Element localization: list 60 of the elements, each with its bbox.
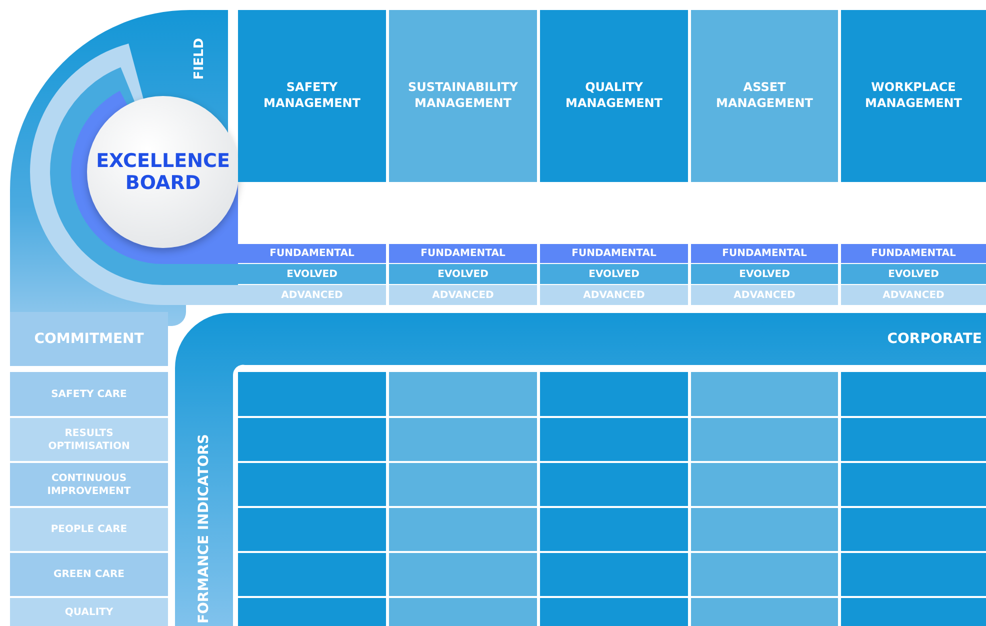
level-band: EVOLVED [841, 264, 986, 284]
row-header: RESULTS OPTIMISATION [10, 418, 168, 461]
row-header: GREEN CARE [10, 553, 168, 596]
grid-cell [238, 372, 386, 416]
section-header: COMMITMENT [10, 312, 168, 366]
grid-cell [841, 508, 986, 551]
band-title: CORPORATE [887, 330, 982, 348]
level-band: EVOLVED [691, 264, 838, 284]
grid-cell [691, 598, 838, 626]
grid-cell [540, 508, 688, 551]
level-band: ADVANCED [540, 285, 688, 305]
grid-cell [540, 418, 688, 461]
row-header: PEOPLE CARE [10, 508, 168, 551]
level-band: FUNDAMENTAL [540, 244, 688, 263]
grid-cell [389, 372, 537, 416]
level-band: FUNDAMENTAL [389, 244, 537, 263]
grid-cell [691, 372, 838, 416]
vertical-label: FIELD [192, 38, 207, 80]
level-band: EVOLVED [389, 264, 537, 284]
grid-cell [691, 508, 838, 551]
row-header: SAFETY CARE [10, 372, 168, 416]
grid-cell [238, 418, 386, 461]
column-header: QUALITY MANAGEMENT [540, 10, 688, 182]
grid-cell [691, 418, 838, 461]
grid-cell [389, 463, 537, 506]
level-band: ADVANCED [389, 285, 537, 305]
level-band: FUNDAMENTAL [238, 244, 386, 263]
grid-cell [841, 553, 986, 596]
grid-cell [691, 553, 838, 596]
grid-cell [841, 418, 986, 461]
level-band: FUNDAMENTAL [691, 244, 838, 263]
row-header: CONTINUOUS IMPROVEMENT [10, 463, 168, 506]
level-band: ADVANCED [691, 285, 838, 305]
level-band: ADVANCED [238, 285, 386, 305]
grid-cell [389, 508, 537, 551]
level-band: ADVANCED [841, 285, 986, 305]
grid-cell [238, 553, 386, 596]
grid-cell [238, 463, 386, 506]
level-band: EVOLVED [540, 264, 688, 284]
grid-cell [389, 418, 537, 461]
grid-cell [540, 372, 688, 416]
grid-cell [238, 598, 386, 626]
column-header: SUSTAINABILITY MANAGEMENT [389, 10, 537, 182]
grid-cell [540, 553, 688, 596]
grid-cell [841, 372, 986, 416]
grid-cell [691, 463, 838, 506]
grid-cell [540, 598, 688, 626]
grid-cell [540, 463, 688, 506]
column-header: SAFETY MANAGEMENT [238, 10, 386, 182]
column-header: ASSET MANAGEMENT [691, 10, 838, 182]
row-header: QUALITY [10, 598, 168, 626]
band-title: FORMANCE INDICATORS [195, 434, 213, 624]
grid-cell [389, 598, 537, 626]
level-band: EVOLVED [238, 264, 386, 284]
column-header: WORKPLACE MANAGEMENT [841, 10, 986, 182]
grid-cell [238, 508, 386, 551]
grid-cell [841, 598, 986, 626]
grid-cell [841, 463, 986, 506]
grid-cell [389, 553, 537, 596]
level-band: FUNDAMENTAL [841, 244, 986, 263]
